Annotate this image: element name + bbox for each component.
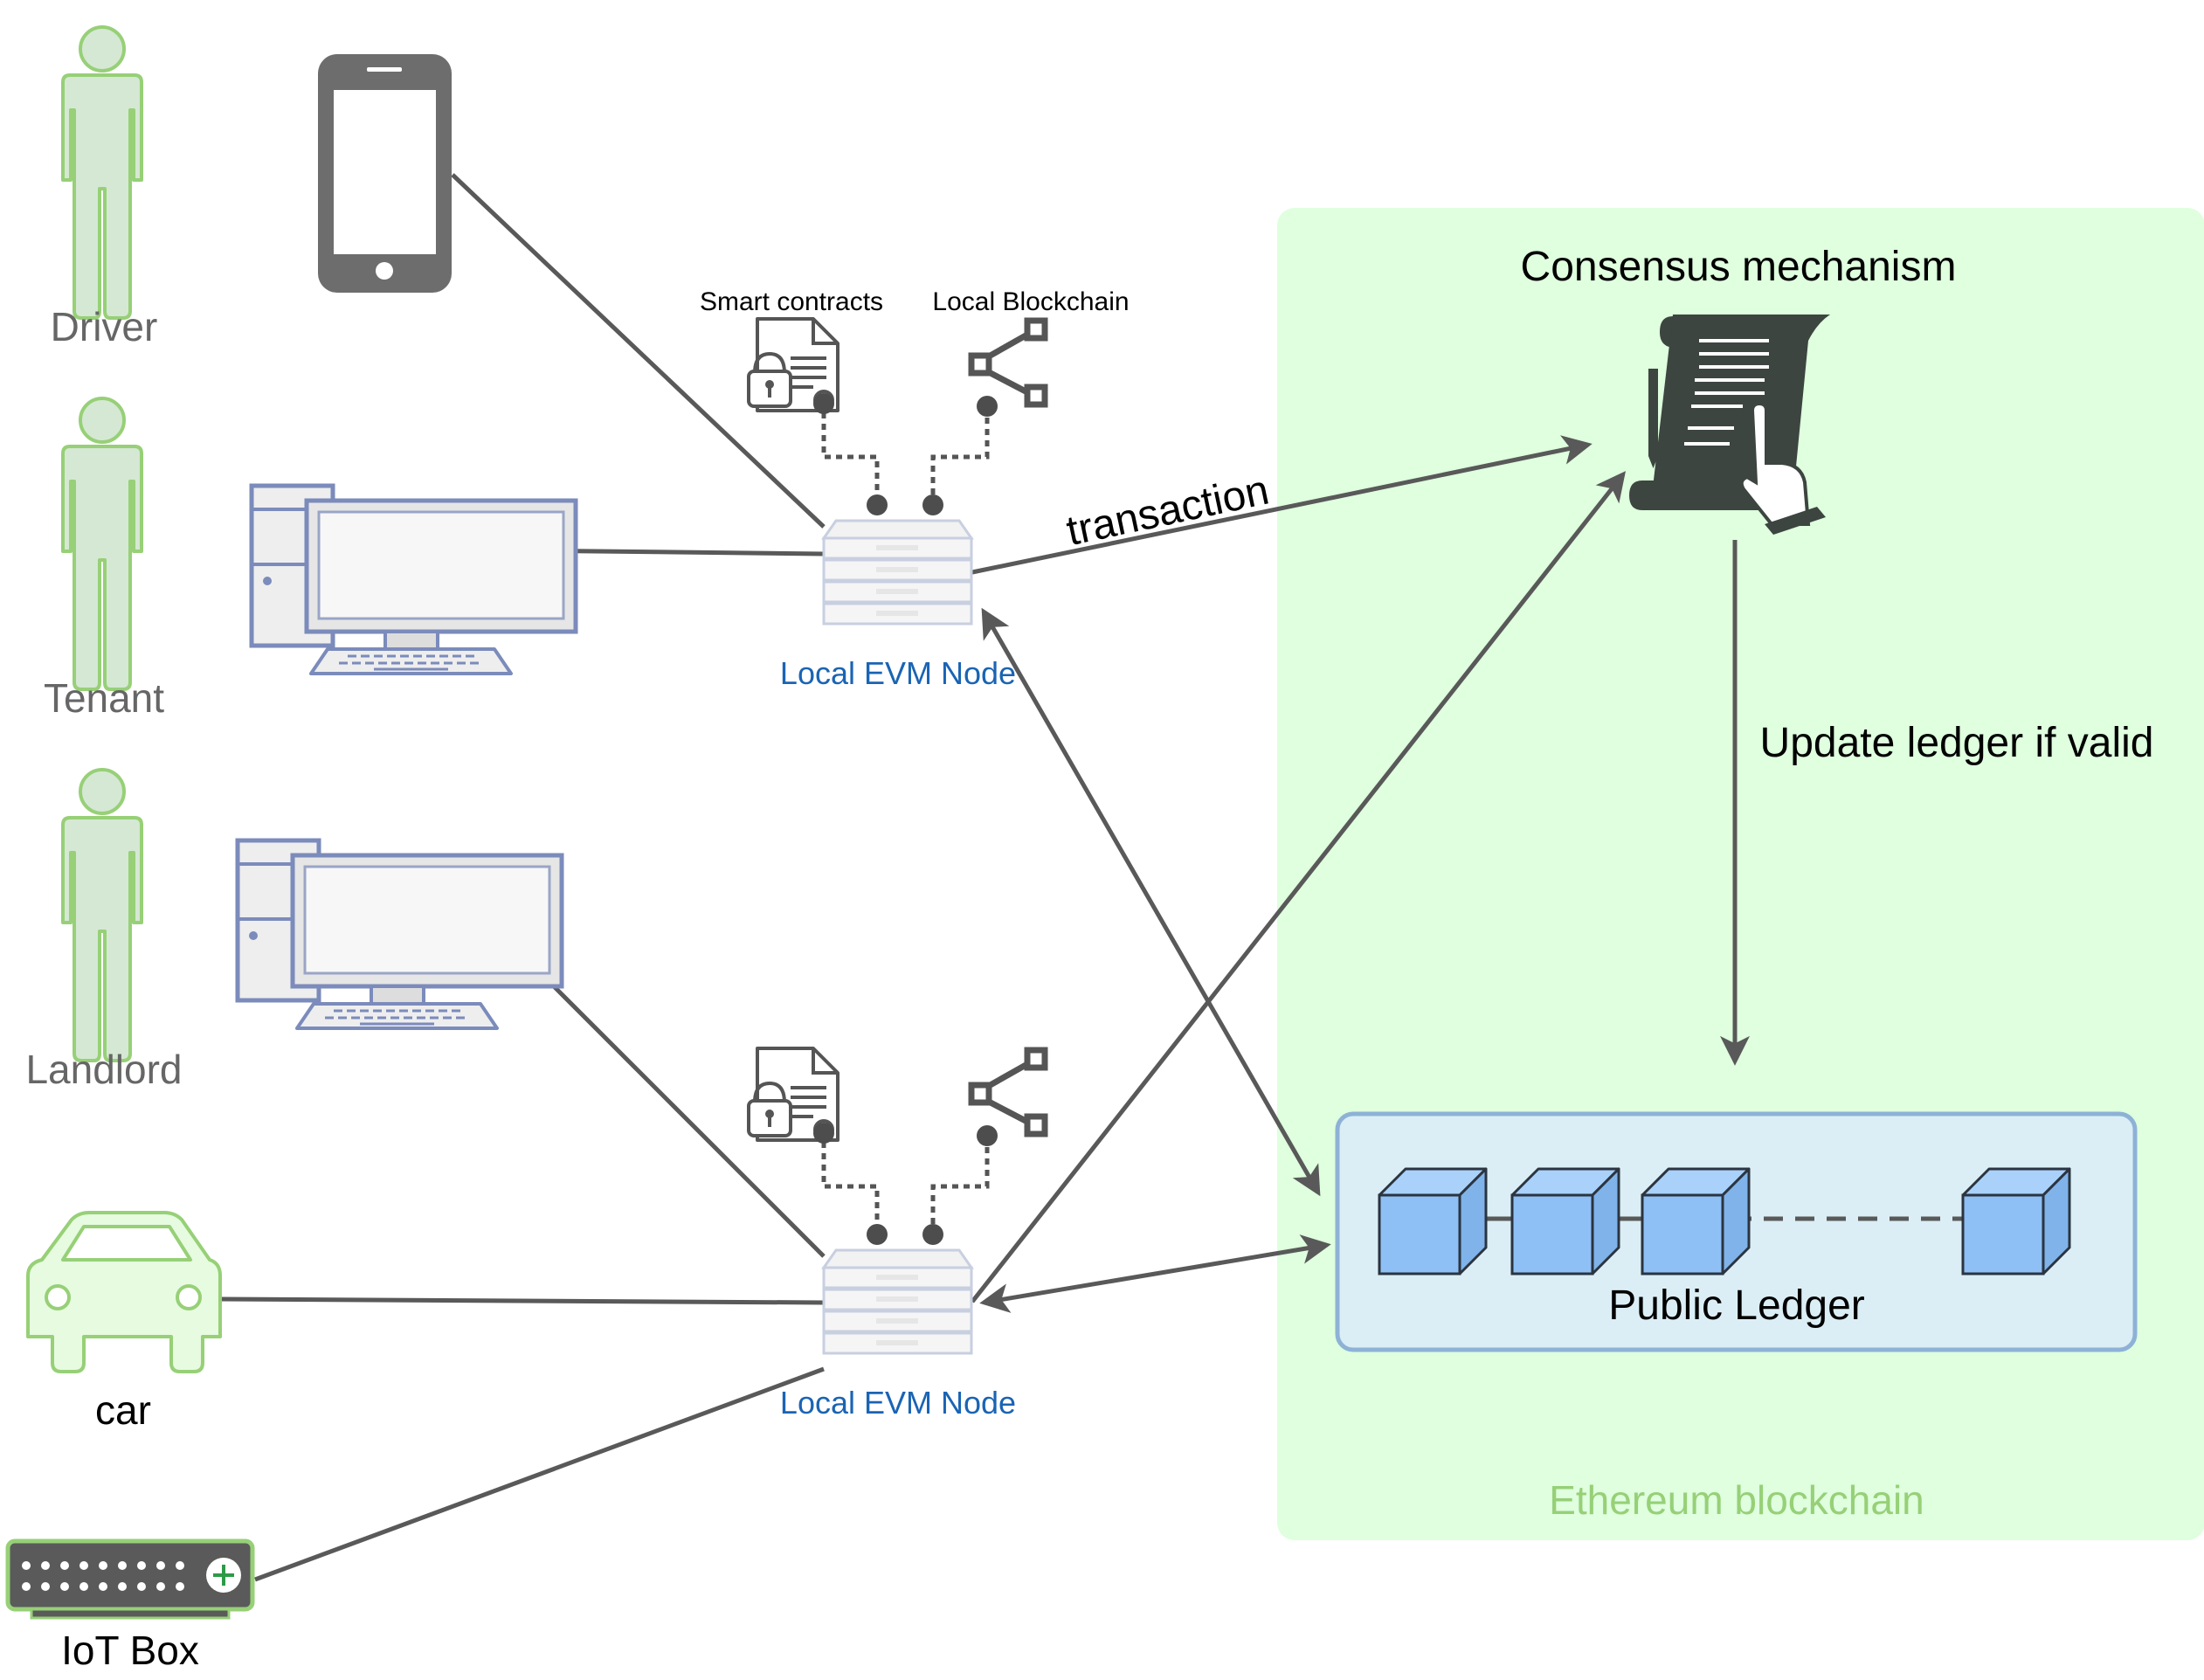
- tenant-desktop-computer-icon: [252, 486, 576, 674]
- block-2-cube-icon: [1510, 1167, 1620, 1276]
- iot-to-node-line: [254, 1366, 825, 1582]
- block-1-cube-icon: [1378, 1167, 1488, 1276]
- landlord-desktop-computer-icon: [238, 840, 562, 1028]
- transaction-arrow: [971, 435, 1593, 575]
- contract-scroll-icon: [1629, 315, 1830, 535]
- block-3-cube-icon: [1641, 1167, 1751, 1276]
- phone-to-node-line: [451, 173, 826, 529]
- car-icon: [26, 1211, 222, 1373]
- top-node-ledger-bidirectional-arrow: [981, 607, 1321, 1197]
- top-local-evm-node-label: Local EVM Node: [780, 655, 1016, 691]
- ethereum-blockchain-label: Ethereum blockchain: [1549, 1477, 1924, 1523]
- top-server-node-icon: [824, 521, 971, 624]
- bottom-server-node-icon: [824, 1250, 971, 1353]
- top-local-blockchain-icon: [971, 321, 1045, 404]
- bottom-contract-link: [821, 1096, 880, 1234]
- smart-contracts-label: Smart contracts: [700, 287, 883, 316]
- iot-box-label: IoT Box: [61, 1628, 199, 1673]
- bottom-local-blockchain-icon: [971, 1050, 1045, 1134]
- tenant-label: Tenant: [44, 675, 164, 721]
- landlord-person-icon: [61, 768, 143, 1062]
- bottom-chain-link: [930, 1136, 990, 1234]
- driver-label: Driver: [51, 304, 158, 349]
- car-label: car: [95, 1387, 151, 1433]
- top-chain-link: [930, 406, 990, 505]
- connectors: [219, 173, 1750, 1582]
- block-n-cube-icon: [1961, 1167, 2071, 1276]
- landlord-computer-to-node-line: [505, 937, 826, 1258]
- update-ledger-label: Update ledger if valid: [1760, 720, 2154, 766]
- transaction-label: transaction: [1062, 467, 1273, 556]
- tenant-person-icon: [61, 397, 143, 691]
- landlord-label: Landlord: [25, 1047, 182, 1092]
- driver-person-icon: [61, 25, 143, 320]
- bottom-node-ledger-bidirectional-arrow: [979, 1234, 1331, 1313]
- car-to-node-line: [219, 1296, 825, 1305]
- bottom-local-evm-node-label: Local EVM Node: [780, 1385, 1016, 1421]
- top-contract-link: [821, 367, 880, 505]
- iot-box-icon: [5, 1538, 255, 1620]
- consensus-mechanism-label: Consensus mechanism: [1521, 244, 1957, 290]
- public-ledger-label: Public Ledger: [1608, 1282, 1865, 1329]
- local-blockchain-label: Local Blockchain: [932, 287, 1129, 316]
- smartphone-icon: [318, 54, 452, 293]
